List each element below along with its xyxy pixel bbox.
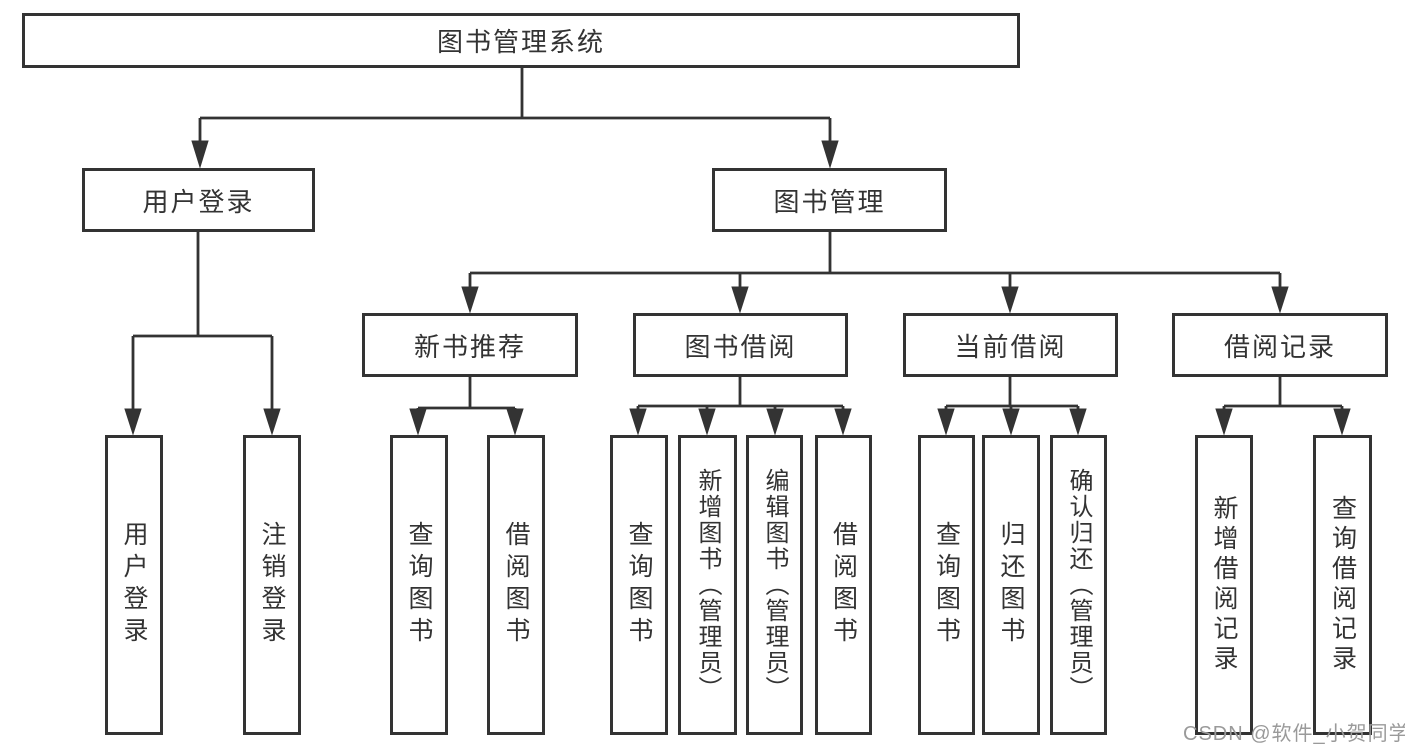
leaf-borrow-books-recommend: 借阅图书 [487,435,545,735]
node-user-login: 用户登录 [82,168,315,232]
arrowhead [1069,408,1087,436]
csdn-watermark: CSDN @软件_小贺同学 [1183,723,1405,745]
connector-userlogin-to-leaves [124,232,281,436]
leaf-add-borrow-record: 新增借阅记录 [1195,435,1253,735]
arrowhead [461,286,479,314]
connector-currentborrow-to-leaves [937,377,1087,436]
arrowhead [506,408,524,436]
arrowhead [124,408,142,436]
connector-newbook-to-leaves [409,377,524,436]
leaf-query-books-recommend: 查询图书 [390,435,448,735]
arrowhead [698,408,716,436]
leaf-user-login: 用户登录 [105,435,163,735]
leaf-query-borrow-record: 查询借阅记录 [1313,435,1372,735]
leaf-logout: 注销登录 [243,435,301,735]
arrowhead [731,286,749,314]
leaf-add-books-admin: 新增图书（管理员） [678,435,737,735]
leaf-edit-books-admin: 编辑图书（管理员） [746,435,803,735]
arrowhead [1271,286,1289,314]
leaf-confirm-return-admin: 确认归还（管理员） [1050,435,1107,735]
arrowhead [1333,408,1351,436]
connector-bookmgmt-to-level3 [461,232,1289,314]
arrowhead [834,408,852,436]
arrowhead [937,408,955,436]
connector-borrowrecord-to-leaves [1215,377,1351,436]
arrowhead [766,408,784,436]
node-current-borrowing: 当前借阅 [903,313,1118,377]
node-library-management-system: 图书管理系统 [22,13,1020,68]
arrowhead [409,408,427,436]
arrowhead [821,140,839,169]
node-borrowing-records: 借阅记录 [1172,313,1388,377]
node-new-book-recommendation: 新书推荐 [362,313,578,377]
arrowhead [629,408,647,436]
node-book-management: 图书管理 [712,168,947,232]
leaf-return-books: 归还图书 [982,435,1040,735]
arrowhead [1002,408,1020,436]
leaf-query-books-current: 查询图书 [918,435,975,735]
arrowhead [1001,286,1019,314]
arrowhead [263,408,281,436]
leaf-borrow-books: 借阅图书 [815,435,872,735]
node-book-borrowing: 图书借阅 [633,313,848,377]
arrowhead [191,140,209,169]
arrowhead [1215,408,1233,436]
leaf-query-books-borrow: 查询图书 [610,435,668,735]
connector-root-to-level2 [191,66,839,169]
connector-bookborrow-to-leaves [629,377,852,436]
